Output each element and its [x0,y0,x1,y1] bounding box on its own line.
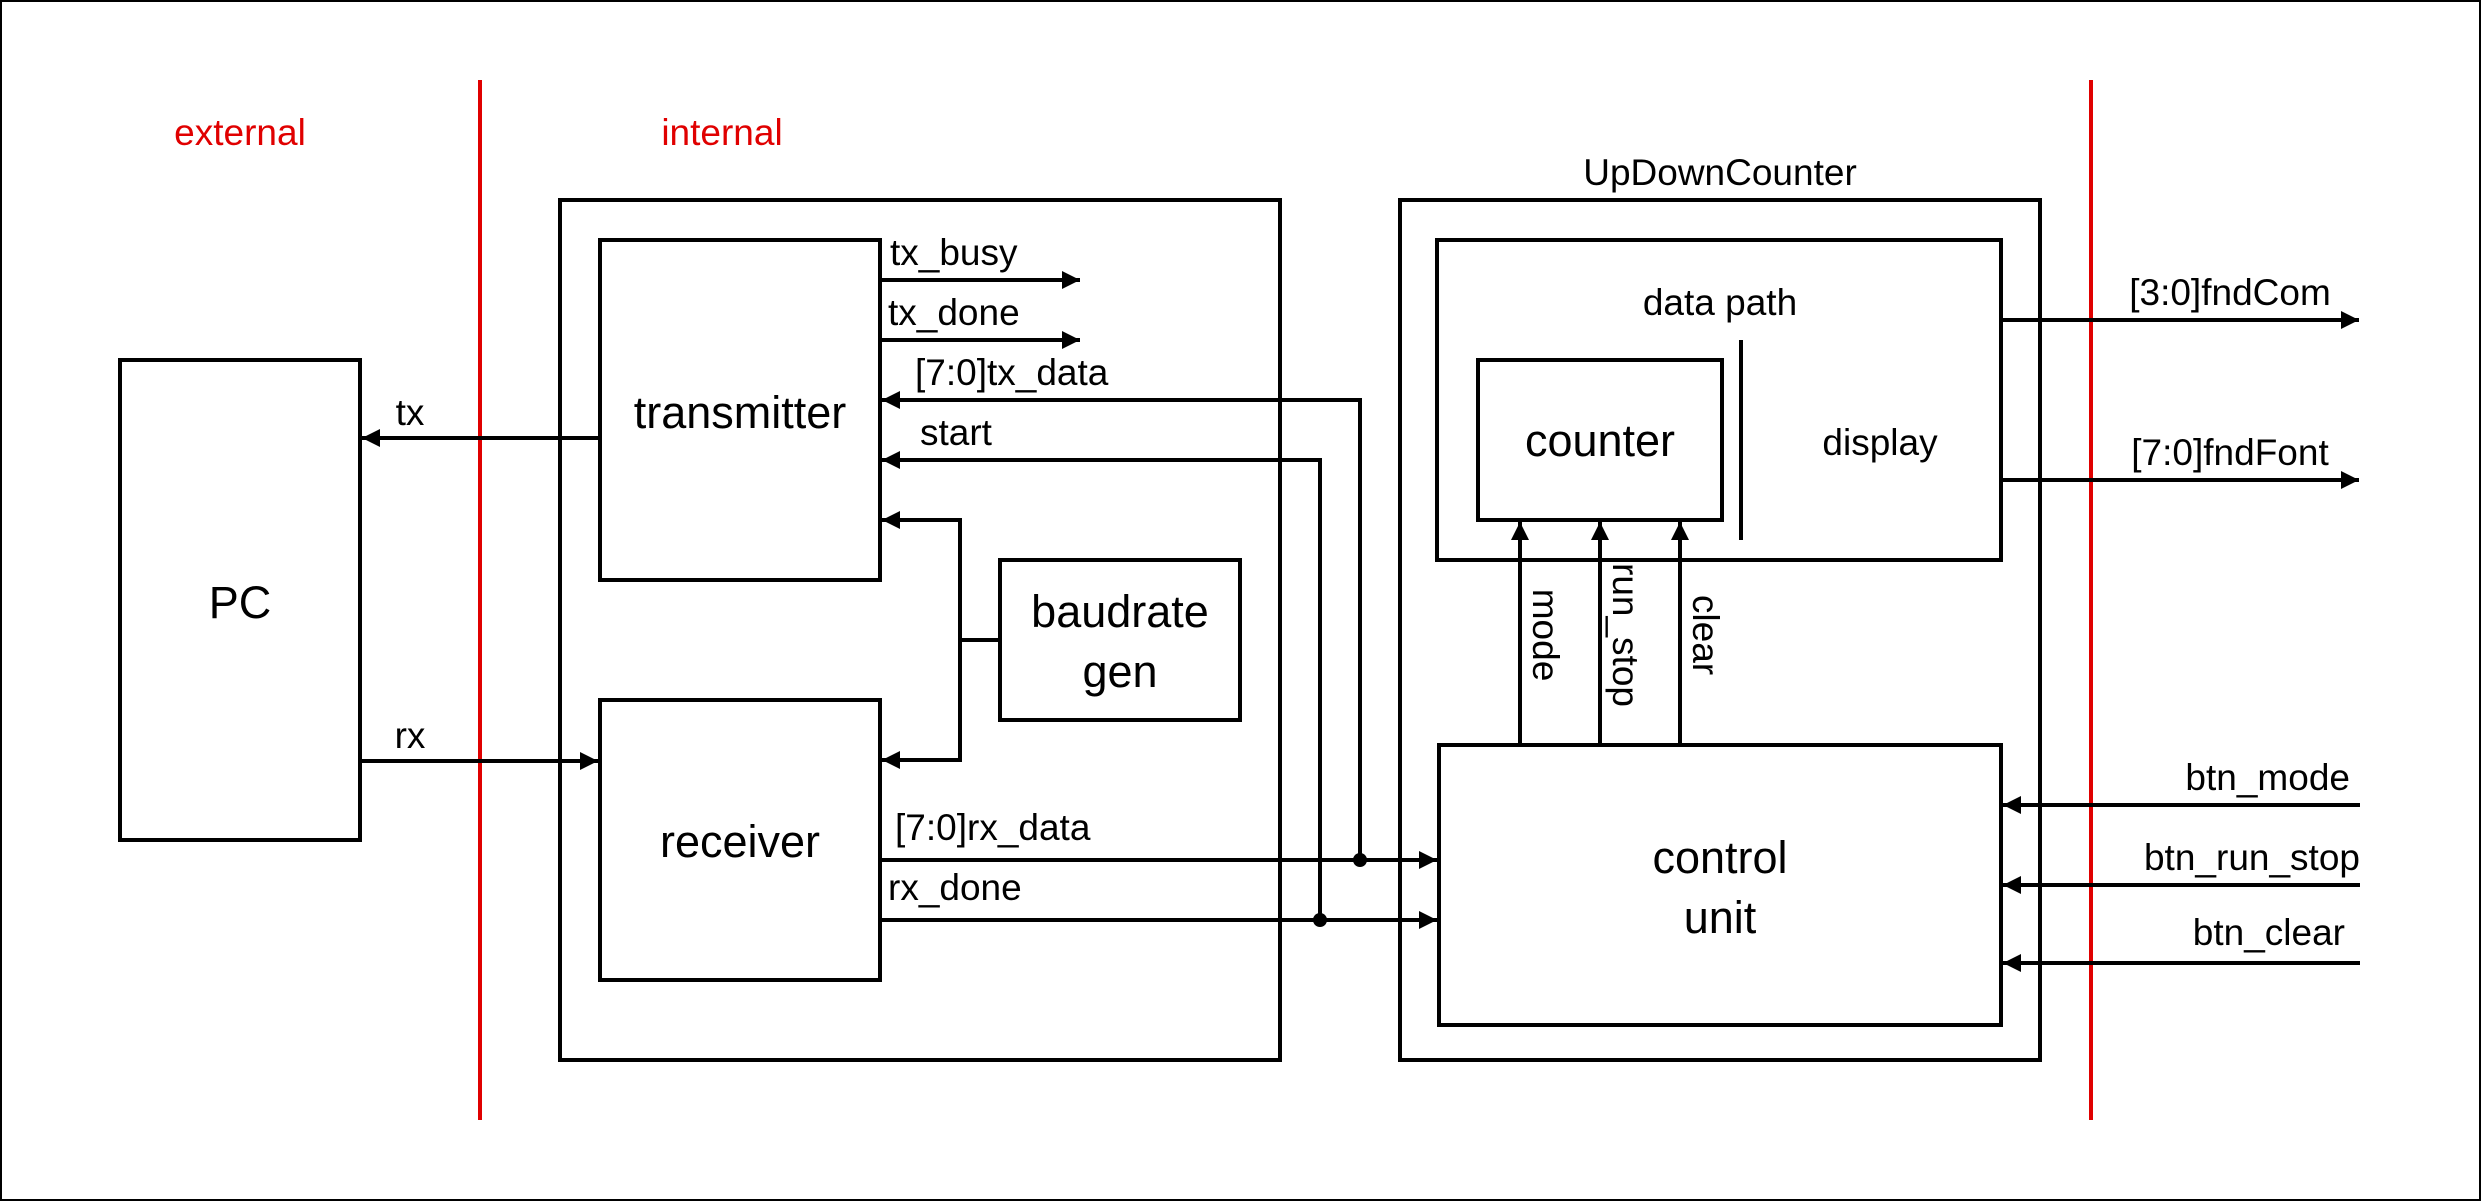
updown-counter-container [1398,198,2042,1062]
data-path-label: data path [1643,282,1797,323]
rx-data-label: [7:0]rx_data [895,807,1091,848]
fnd-com-label: [3:0]fndCom [2129,272,2331,313]
baudrate-label-line2: gen [1082,646,1157,697]
junction-rx-data [1353,853,1367,867]
baud-tick-to-receiver [882,640,962,769]
btn-clear-label: btn_clear [2193,912,2345,953]
control-unit-label-line2: unit [1684,892,1757,943]
external-label: external [174,112,306,153]
mode-label: mode [1525,589,1566,682]
tx-data-wire [882,391,1362,860]
junction-rx-done [1313,913,1327,927]
start-label: start [920,412,993,453]
receiver-label: receiver [660,816,820,867]
tx-busy-label: tx_busy [890,232,1018,273]
counter-label: counter [1525,415,1675,466]
receiver-block [598,698,882,982]
display-label: display [1822,422,1938,463]
btn-mode-label: btn_mode [2185,757,2350,798]
tx-done-label: tx_done [888,292,1020,333]
baud-tick-to-transmitter [882,511,962,640]
start-wire [882,451,1322,920]
control-unit-label-line1: control [1652,832,1787,883]
fnd-font-label: [7:0]fndFont [2131,432,2329,473]
control-unit-block [1437,743,2003,1027]
transmitter-label: transmitter [634,387,847,438]
counter-block [1476,358,1724,522]
uart-container [558,198,1282,1062]
rx-done-label: rx_done [888,867,1022,908]
data-path-block [1435,238,2003,562]
baudrate-label-line1: baudrate [1031,586,1209,637]
internal-label: internal [661,112,782,153]
transmitter-block [598,238,882,582]
btn-run-stop-label: btn_run_stop [2144,837,2360,878]
pc-block [118,358,362,842]
rx-label: rx [395,715,426,756]
pc-label: PC [209,577,272,628]
tx-label: tx [396,392,425,433]
clear-label: clear [1685,595,1726,675]
updown-counter-title: UpDownCounter [1583,152,1857,193]
run-stop-label: run_stop [1605,563,1646,707]
tx-data-label: [7:0]tx_data [915,352,1109,393]
